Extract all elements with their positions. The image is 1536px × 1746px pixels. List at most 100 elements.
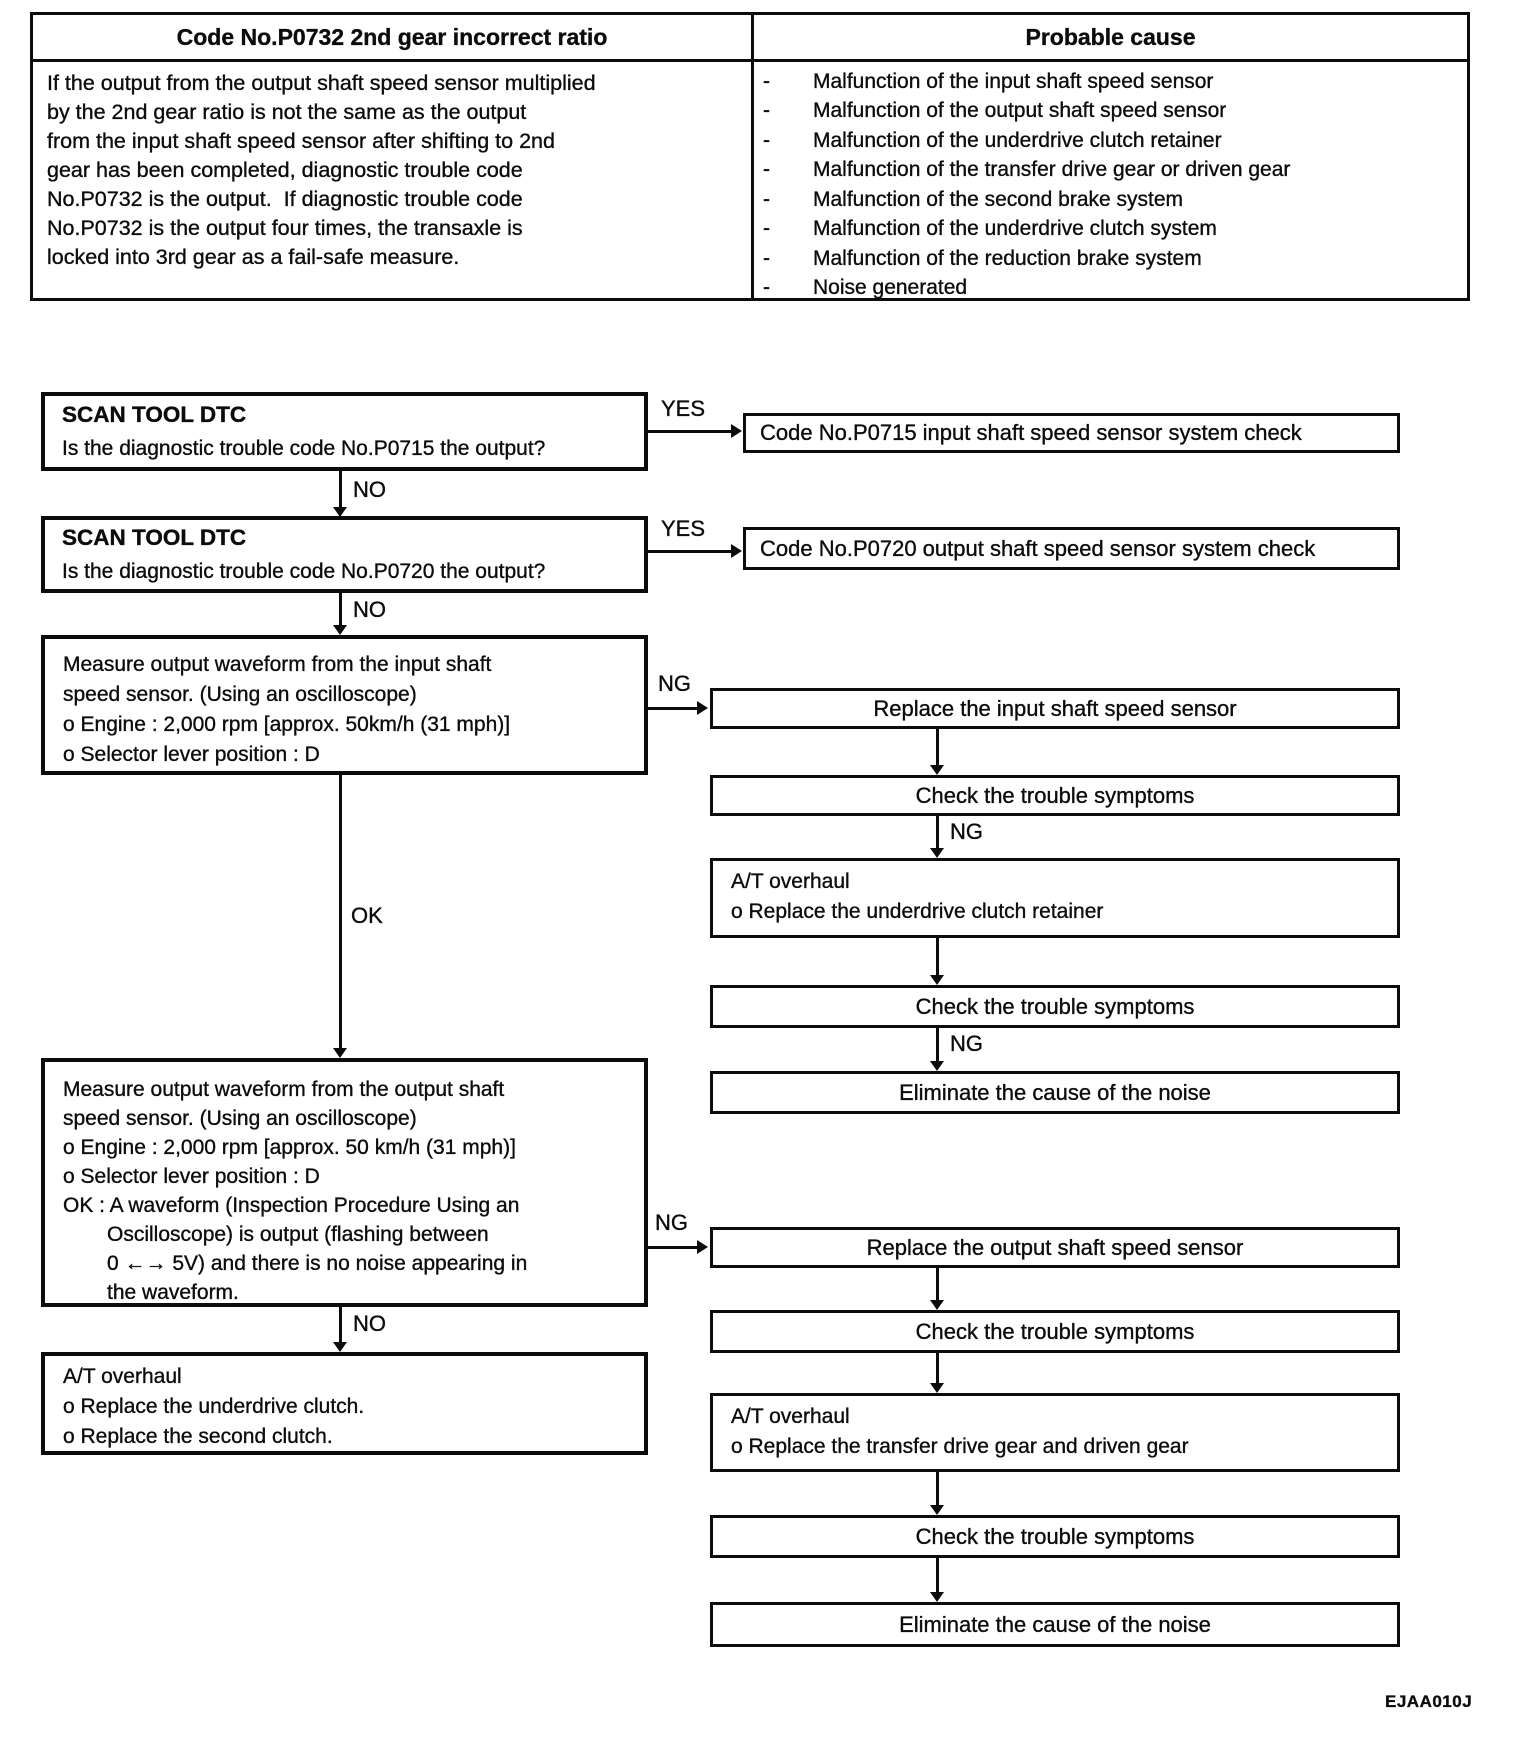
bullet-dash: - [763, 217, 770, 241]
box-text: Replace the input shaft speed sensor [873, 695, 1237, 721]
at-overhaul-transfer-box: A/T overhaul o Replace the transfer driv… [710, 1393, 1400, 1472]
box-line: o Selector lever position : D [63, 743, 320, 766]
box-line: Measure output waveform from the output … [63, 1078, 505, 1101]
description-line: by the 2nd gear ratio is not the same as… [47, 100, 527, 124]
description-line: locked into 3rd gear as a fail-safe meas… [47, 245, 460, 269]
box-text: Replace the output shaft speed sensor [866, 1234, 1244, 1260]
box-line: speed sensor. (Using an oscilloscope) [63, 683, 417, 706]
probable-cause-list: - Malfunction of the input shaft speed se… [759, 67, 1459, 303]
box-line: o Replace the second clutch. [63, 1425, 333, 1448]
box-line: o Engine : 2,000 rpm [approx. 50km/h (31… [63, 713, 511, 736]
box-line: A/T overhaul [731, 870, 850, 893]
scan-tool-dtc-p0715-box: SCAN TOOL DTC Is the diagnostic trouble … [41, 392, 648, 471]
box-line: o Selector lever position : D [63, 1165, 320, 1188]
box-question: Is the diagnostic trouble code No.P0715 … [62, 436, 546, 460]
connector-check3-to-at-overhaul2 [930, 1353, 944, 1393]
no-label-3: NO [353, 1311, 386, 1336]
box-line: OK : A waveform (Inspection Procedure Us… [63, 1194, 520, 1217]
description-line: If the output from the output shaft spee… [47, 71, 596, 95]
box-text: Code No.P0720 output shaft speed sensor … [760, 535, 1316, 561]
box-line: o Replace the transfer drive gear and dr… [731, 1435, 1189, 1458]
replace-input-sensor-box: Replace the input shaft speed sensor [710, 688, 1400, 729]
connector-measure-output-to-at-overhaul [333, 1307, 347, 1352]
figure-code: EJAA010J [1385, 1692, 1473, 1711]
connector-scan2-to-measure-input [333, 593, 347, 635]
p0715-system-check-box: Code No.P0715 input shaft speed sensor s… [743, 413, 1400, 453]
branch-yes-p0720 [648, 544, 742, 558]
connector-replace-input-to-check1 [930, 729, 944, 775]
check-trouble-symptoms-box-1: Check the trouble symptoms [710, 775, 1400, 816]
measure-output-waveform-box: Measure output waveform from the output … [41, 1058, 648, 1307]
box-line: A/T overhaul [63, 1365, 182, 1388]
cause-text: Malfunction of the reduction brake syste… [813, 246, 1202, 270]
description-line: gear has been completed, diagnostic trou… [47, 158, 523, 182]
box-title: SCAN TOOL DTC [62, 401, 247, 427]
branch-ng-replace-output [648, 1240, 708, 1254]
ng-label-4: NG [950, 1031, 983, 1056]
measure-input-waveform-box: Measure output waveform from the input s… [41, 635, 648, 775]
ng-label-1: NG [658, 671, 691, 696]
check-trouble-symptoms-box-2: Check the trouble symptoms [710, 985, 1400, 1028]
box-text: Check the trouble symptoms [915, 782, 1195, 808]
box-text: Check the trouble symptoms [915, 993, 1195, 1019]
table-title-code: Code No.P0732 2nd gear incorrect ratio [176, 23, 608, 50]
box-line: speed sensor. (Using an oscilloscope) [63, 1107, 417, 1130]
branch-ng-replace-input [648, 701, 708, 715]
ng-label-3: NG [950, 819, 983, 844]
connector-scan1-to-scan2 [333, 471, 347, 517]
yes-label-2: YES [661, 516, 706, 541]
cause-text: Malfunction of the underdrive clutch ret… [813, 128, 1222, 152]
replace-output-sensor-box: Replace the output shaft speed sensor [710, 1227, 1400, 1268]
box-line: the waveform. [107, 1281, 239, 1304]
no-label-1: NO [353, 477, 386, 502]
box-line: A/T overhaul [731, 1405, 850, 1428]
cause-item: -Malfunction of the transfer drive gear … [759, 156, 1459, 186]
check-trouble-symptoms-box-4: Check the trouble symptoms [710, 1515, 1400, 1558]
box-line: o Replace the underdrive clutch. [63, 1395, 365, 1418]
box-line: 0 ←→ 5V) and there is no noise appearing… [107, 1252, 528, 1275]
ng-label-2: NG [655, 1210, 688, 1235]
cause-item: -Malfunction of the output shaft speed s… [759, 97, 1459, 127]
bullet-dash: - [763, 276, 770, 300]
description-line: No.P0732 is the output. If diagnostic tr… [47, 187, 523, 211]
bullet-dash: - [763, 128, 770, 152]
connector-at-overhaul1-to-check2 [930, 938, 944, 985]
ok-label: OK [351, 903, 383, 928]
yes-label-1: YES [661, 396, 706, 421]
box-text: Check the trouble symptoms [915, 1318, 1195, 1344]
bullet-dash: - [763, 246, 770, 270]
box-line: Oscilloscope) is output (flashing betwee… [107, 1223, 489, 1246]
bullet-dash: - [763, 158, 770, 182]
branch-yes-p0715 [648, 424, 742, 438]
box-line: o Replace the underdrive clutch retainer [731, 900, 1104, 923]
dtc-cause-table: Code No.P0732 2nd gear incorrect ratio P… [30, 12, 1470, 301]
cause-text: Malfunction of the input shaft speed sen… [813, 69, 1214, 93]
description-line: No.P0732 is the output four times, the t… [47, 216, 523, 240]
eliminate-noise-box-1: Eliminate the cause of the noise [710, 1071, 1400, 1114]
box-question: Is the diagnostic trouble code No.P0720 … [62, 559, 546, 583]
box-text: Eliminate the cause of the noise [899, 1079, 1211, 1105]
cause-item: - Malfunction of the underdrive clutch re… [759, 126, 1459, 156]
description-line: from the input shaft speed sensor after … [47, 129, 555, 153]
box-text: Check the trouble symptoms [915, 1523, 1195, 1549]
cause-text: Noise generated [813, 276, 968, 300]
no-label-2: NO [353, 597, 386, 622]
connector-check4-to-eliminate2 [930, 1558, 944, 1602]
table-title-probable-cause: Probable cause [1025, 23, 1196, 50]
connector-check1-to-at-overhaul1 [930, 816, 944, 858]
connector-replace-output-to-check3 [930, 1268, 944, 1310]
at-overhaul-retainer-box: A/T overhaul o Replace the underdrive cl… [710, 858, 1400, 938]
eliminate-noise-box-2: Eliminate the cause of the noise [710, 1602, 1400, 1647]
box-line: o Engine : 2,000 rpm [approx. 50 km/h (3… [63, 1136, 516, 1159]
connector-measure-input-to-measure-output [333, 775, 347, 1058]
bullet-dash: - [763, 187, 770, 211]
box-line: Measure output waveform from the input s… [63, 653, 492, 676]
box-title: SCAN TOOL DTC [62, 524, 247, 550]
cause-item: - Malfunction of the reduction brake syst… [759, 244, 1459, 274]
cause-item: - Malfunction of the underdrive clutch sy… [759, 215, 1459, 245]
cause-text: Malfunction of the second brake system [813, 187, 1184, 211]
table-column-divider [751, 15, 754, 298]
cause-text: Malfunction of the underdrive clutch sys… [813, 217, 1217, 241]
scan-tool-dtc-p0720-box: SCAN TOOL DTC Is the diagnostic trouble … [41, 516, 648, 593]
